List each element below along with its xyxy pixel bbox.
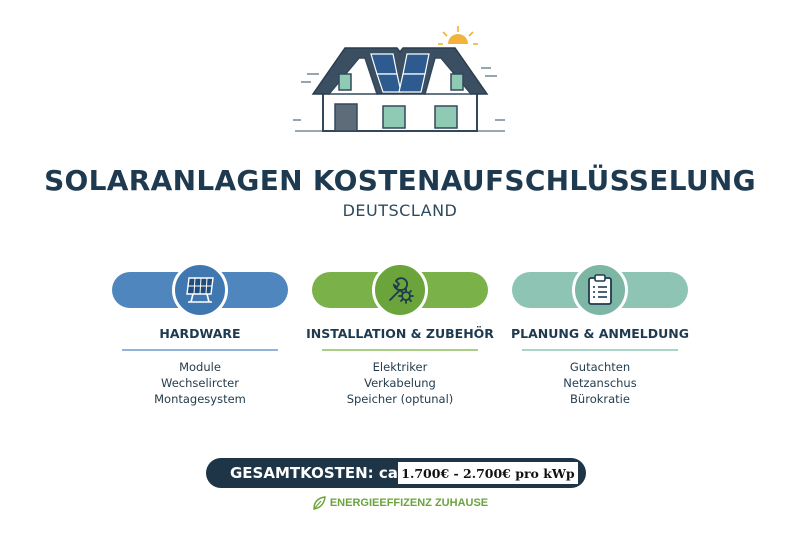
- page-title: SOLARANLAGEN KOSTENAUFSCHLÜSSELUNG: [44, 164, 756, 197]
- total-cost-banner: GESAMTKOSTEN: ca. 1.700€ - 2.700€ pro kW…: [206, 458, 586, 488]
- list-item: Speicher (optunal): [346, 392, 454, 406]
- list-item: Gutachten: [569, 360, 631, 374]
- list-item: Netzanschus: [563, 376, 637, 390]
- category-heading: PLANUNG & ANMELDUNG: [510, 326, 690, 341]
- category-heading: INSTALLATION & ZUBEHÖR: [306, 326, 494, 341]
- category-heading: HARDWARE: [159, 326, 241, 341]
- total-cost-value: 1.700€ - 2.700€ pro kWp: [398, 462, 578, 484]
- category-divider: [122, 349, 278, 351]
- house-with-solar-panels-icon: [293, 26, 505, 132]
- list-item: Bürokratie: [570, 392, 630, 406]
- brand-footer: ENERGIEEFFIZENZ ZUHAUSE: [0, 496, 800, 510]
- category-items: Gutachten Netzanschus Bürokratie: [492, 359, 708, 407]
- leaf-icon: [313, 496, 326, 510]
- brand-text: ENERGIEEFFIZENZ ZUHAUSE: [329, 497, 489, 509]
- list-item: Verkabelung: [364, 376, 436, 390]
- category-badge: [172, 262, 228, 318]
- wrench-gear-icon: [389, 277, 414, 304]
- list-item: Elektriker: [372, 360, 428, 374]
- page-subtitle: DEUTSCLAND: [342, 201, 458, 220]
- category-divider: [522, 349, 678, 351]
- solar-panel-icon: [186, 277, 214, 303]
- total-cost-label: GESAMTKOSTEN: ca.: [230, 464, 404, 482]
- category-badge: [372, 262, 428, 318]
- category-badge: [572, 262, 628, 318]
- list-item: Wechselircter: [161, 376, 239, 390]
- clipboard-icon: [588, 274, 612, 305]
- list-item: Montagesystem: [154, 392, 246, 406]
- category-items: Module Wechselircter Montagesystem: [92, 359, 308, 407]
- list-item: Module: [179, 360, 221, 374]
- category-divider: [322, 349, 478, 351]
- category-items: Elektriker Verkabelung Speicher (optunal…: [292, 359, 508, 407]
